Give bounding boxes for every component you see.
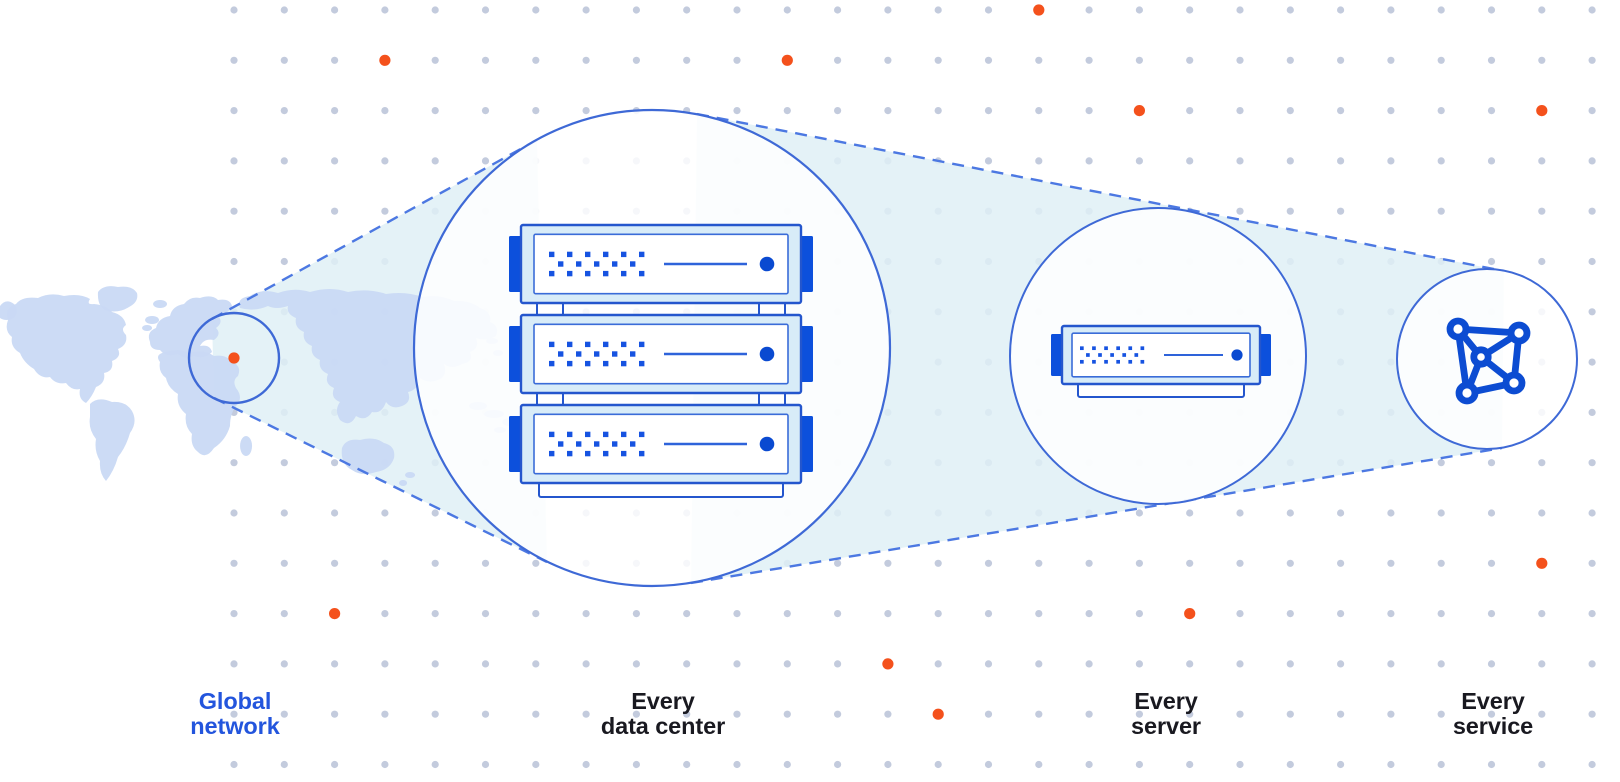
- orange-dot: [932, 708, 944, 720]
- label-every-data-center: Every data center: [503, 689, 823, 738]
- label-every-server: Every server: [1006, 689, 1326, 738]
- label-line: Every: [1461, 688, 1525, 714]
- zoom-dashed-lines: [211, 112, 1505, 585]
- orange-dot: [1133, 105, 1145, 117]
- orange-dot: [1033, 4, 1045, 16]
- label-line: data center: [600, 712, 726, 739]
- orange-dot: [882, 658, 894, 670]
- label-line: Every: [1134, 688, 1198, 714]
- globe-circle: [187, 311, 281, 405]
- accent-orange-dots: [329, 4, 1548, 720]
- label-line: service: [1452, 712, 1534, 739]
- label-line: server: [1131, 712, 1201, 739]
- label-every-service: Every service: [1333, 689, 1620, 738]
- network-icon: [1446, 317, 1531, 405]
- label-line: Global: [198, 688, 272, 714]
- orange-dot: [329, 608, 341, 620]
- label-line: network: [190, 712, 280, 739]
- orange-dot: [379, 54, 391, 66]
- map-marker-dot: [228, 352, 240, 364]
- orange-dot: [1536, 105, 1548, 117]
- server-icon: [1051, 324, 1271, 398]
- orange-dot: [781, 54, 793, 66]
- server-rack-icon: [509, 223, 813, 498]
- label-global-network: Global network: [75, 689, 395, 738]
- orange-dot: [1184, 608, 1196, 620]
- orange-dot: [1536, 557, 1548, 569]
- label-line: Every: [631, 688, 695, 714]
